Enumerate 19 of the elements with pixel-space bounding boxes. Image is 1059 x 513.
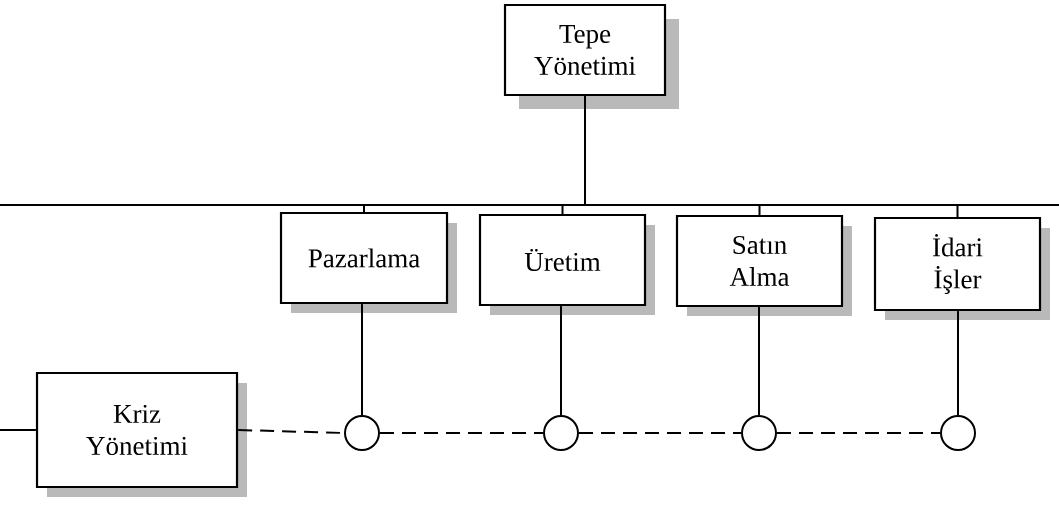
connector-line [361,303,363,416]
unit-box: Üretim [478,213,655,315]
link-circle [543,415,579,451]
link-circle [344,415,380,451]
connector-line [776,432,941,434]
unit-box: Tepe Yönetimi [503,3,679,109]
connector-line [0,429,37,431]
unit-box: Pazarlama [279,211,457,313]
link-circle [741,415,777,451]
connector-line [560,305,562,416]
unit-box: İdari İşler [873,216,1050,320]
connector-line [957,310,959,416]
link-circle [940,415,976,451]
connector-line [578,432,742,434]
connector-line [379,432,544,434]
connector-line [584,95,959,218]
unit-box: Kriz Yönetimi [35,371,247,497]
connector-line [758,306,760,416]
unit-box: Satın Alma [675,214,852,316]
